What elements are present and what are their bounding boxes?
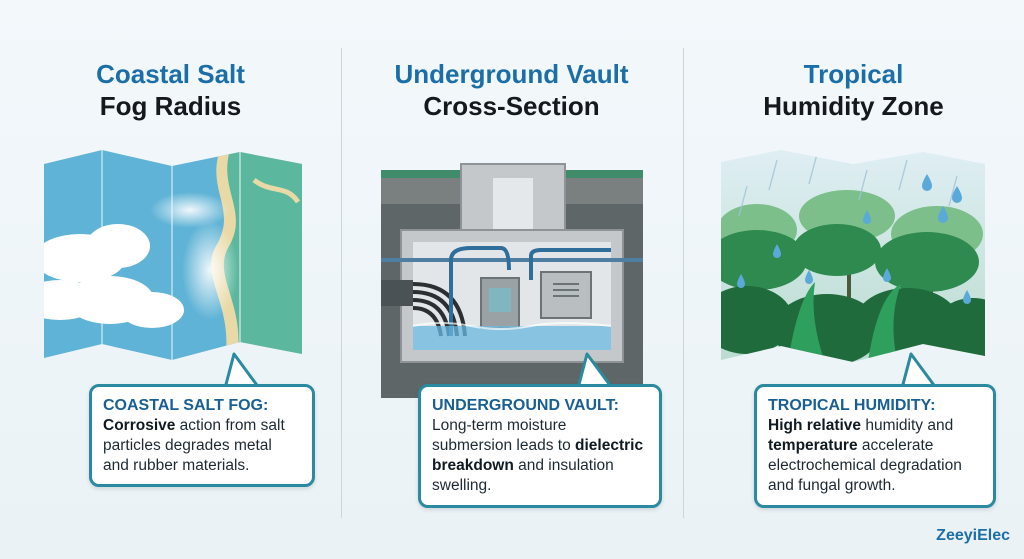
panel-title: Tropical Humidity Zone [683,58,1024,122]
callout-text: High relative humidity and temperature a… [768,417,962,494]
salt-fog-map-icon [44,150,302,360]
panel-title-line1: Tropical [803,59,904,89]
vault-cross-section-icon [381,163,643,398]
callout-box: UNDERGROUND VAULT: Long-term moisture su… [418,384,662,508]
panel-title-line2: Cross-Section [423,91,600,121]
panel-divider [683,48,684,518]
callout-box: TROPICAL HUMIDITY: High relative humidit… [754,384,996,508]
panel-title: Coastal Salt Fog Radius [0,58,341,122]
panel-title: Underground Vault Cross-Section [341,58,682,122]
panel-tropical-humidity: Tropical Humidity Zone [683,0,1024,559]
panel-title-line1: Coastal Salt [96,59,245,89]
callout-heading: UNDERGROUND VAULT: [432,397,619,414]
callout-text-segment: action from salt particles degrades meta… [103,417,285,474]
callout-box: COASTAL SALT FOG: Corrosive action from … [89,384,315,487]
callout-text-segment: and insulation swelling. [432,457,614,494]
panel-title-line1: Underground Vault [394,59,629,89]
callout-emphasis: temperature [768,437,858,454]
panel-title-line2: Humidity Zone [763,91,944,121]
callout-heading: COASTAL SALT FOG: [103,397,269,414]
callout-text-segment: Long-term moisture submersion leads to [432,417,576,454]
callout-emphasis: High relative [768,417,862,434]
callout-text: Long-term moisture submersion leads to d… [432,417,643,494]
rainforest-map-icon [721,150,985,362]
panel-underground-vault: Underground Vault Cross-Section [341,0,682,559]
callout-emphasis: Corrosive [103,417,176,434]
callout-emphasis: dielectric breakdown [432,437,644,474]
callout-text: Corrosive action from salt particles deg… [103,417,285,474]
panel-coastal-salt-fog: Coastal Salt Fog Radius [0,0,341,559]
callout-text-segment: accelerate electrochemical degradation a… [768,437,962,494]
panel-title-line2: Fog Radius [99,91,242,121]
callout-text-segment: humidity and [861,417,954,434]
panel-divider [341,48,342,518]
callout-heading: TROPICAL HUMIDITY: [768,397,936,414]
brand-logo: ZeeyiElec [936,527,1010,544]
